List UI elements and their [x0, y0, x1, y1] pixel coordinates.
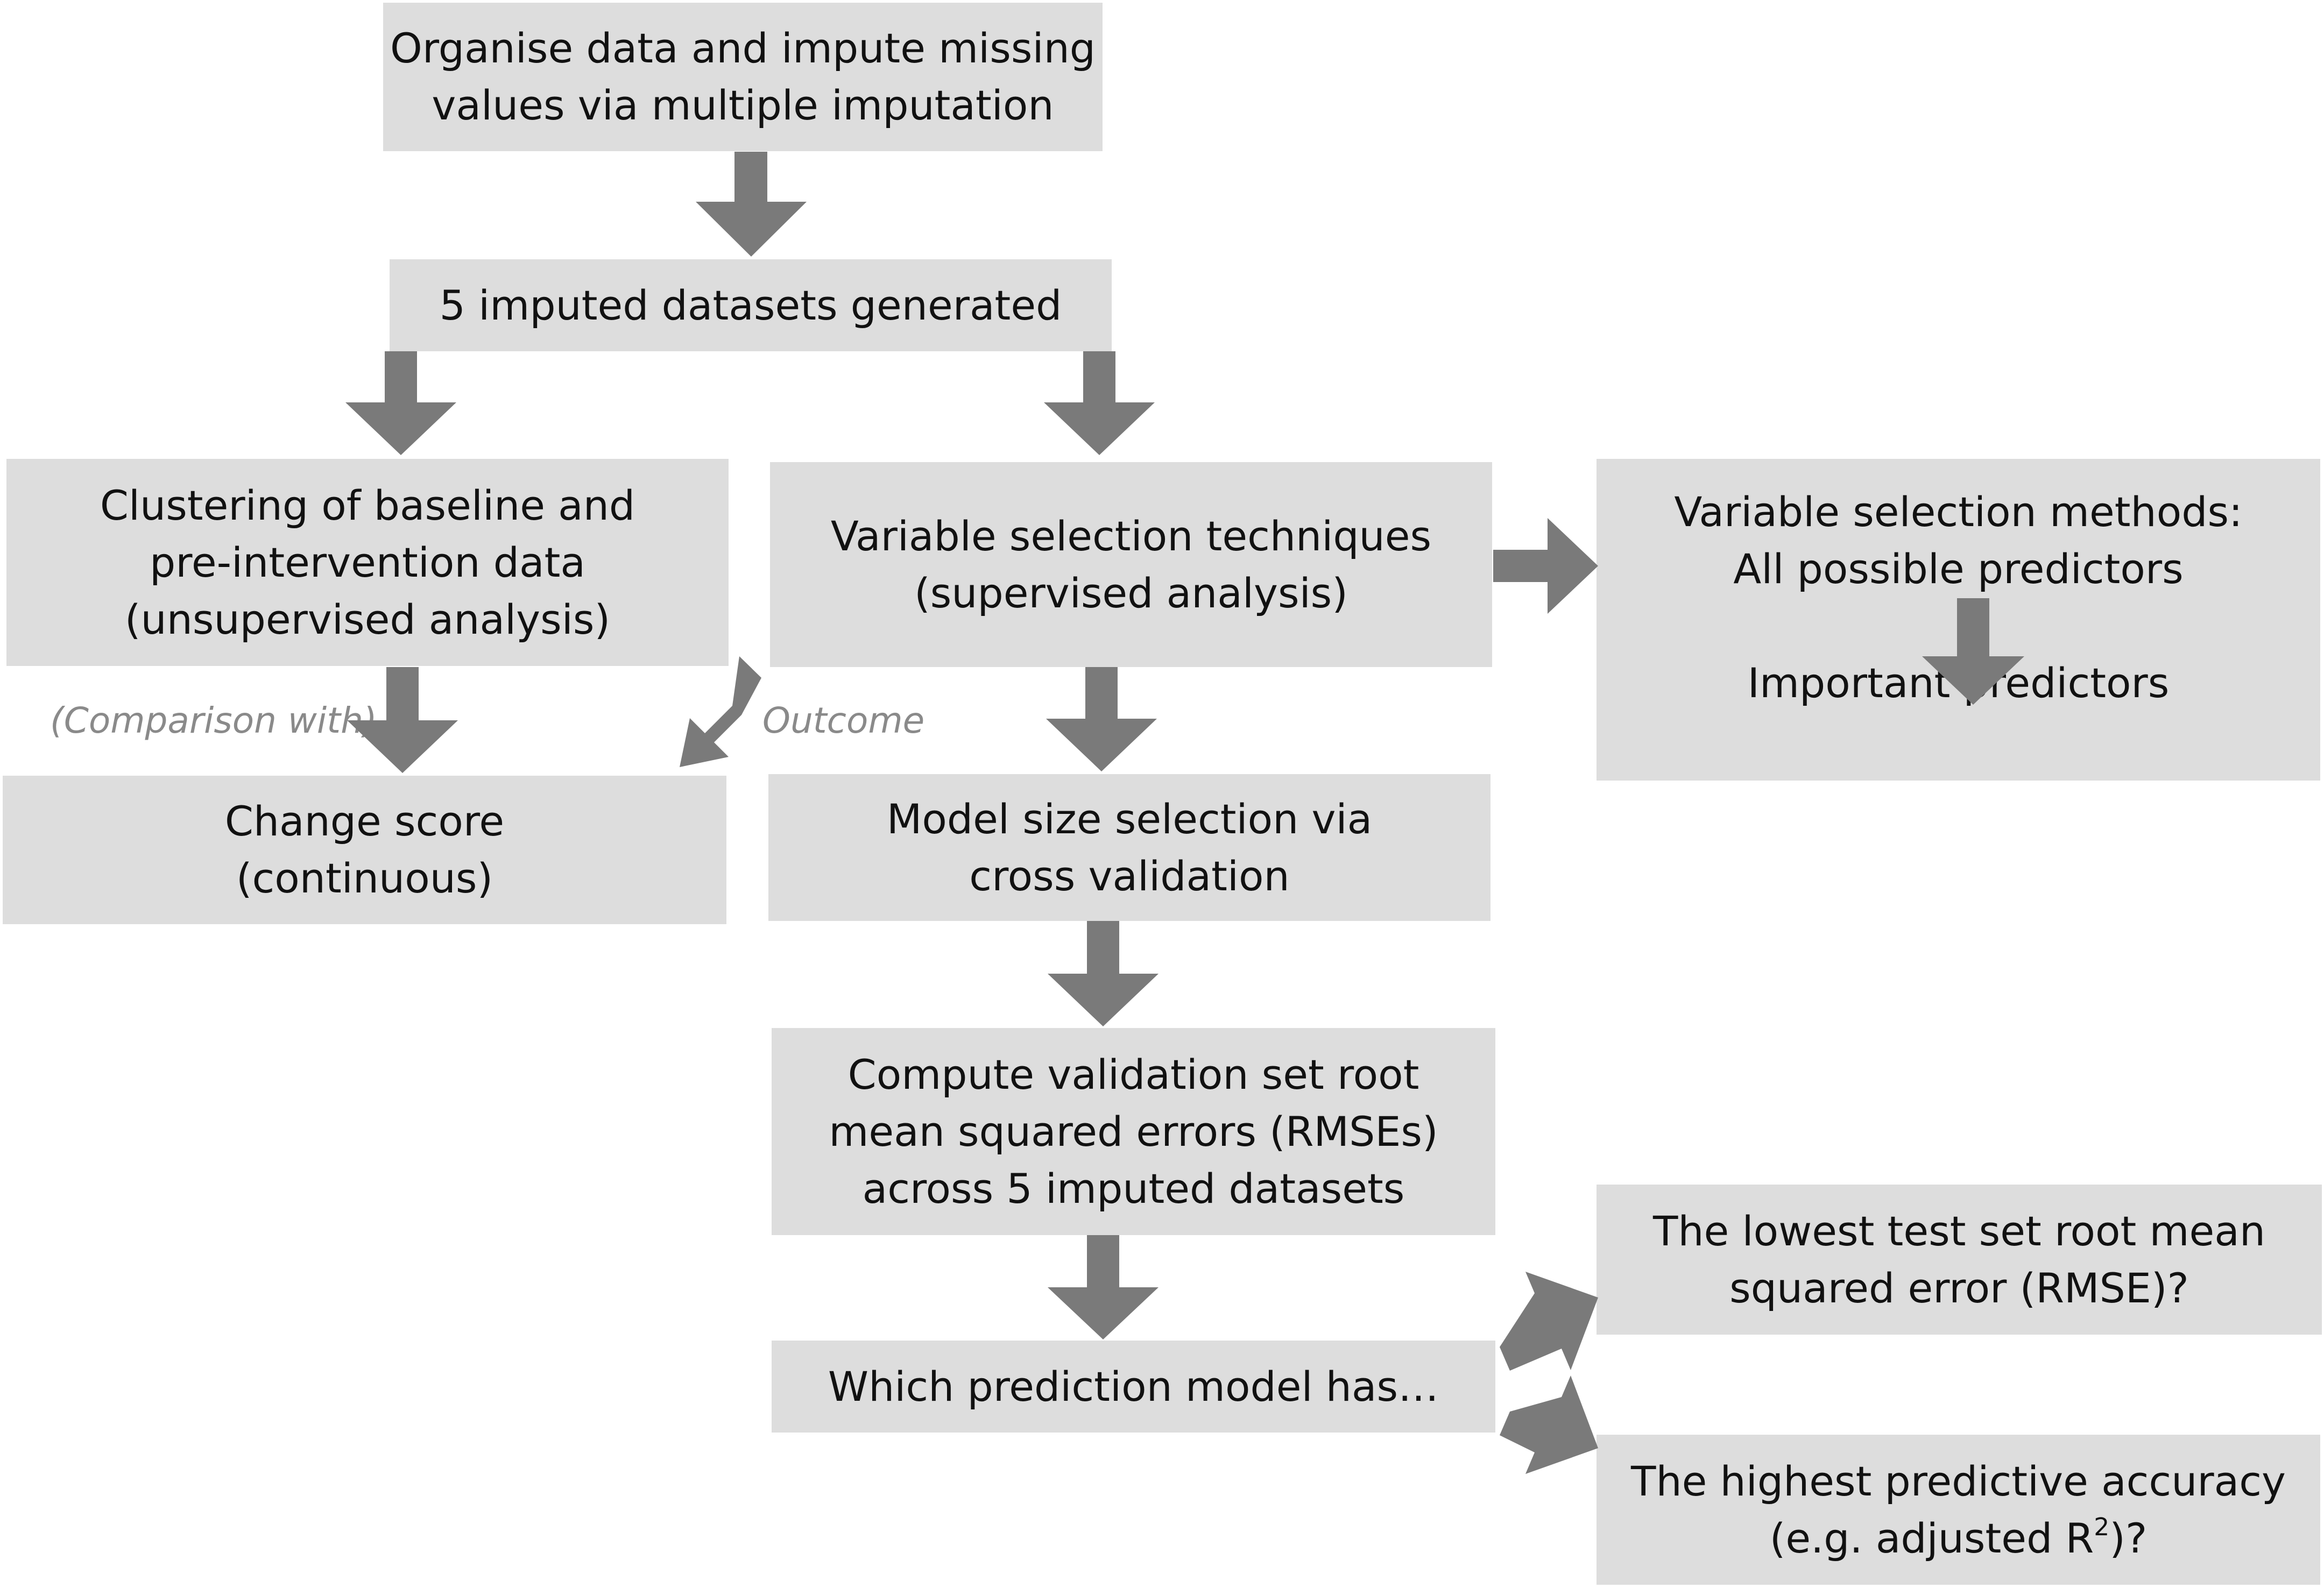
node-variable-selection: Variable selection techniques (supervise… [770, 462, 1492, 667]
node-variable-selection-line2: (supervised analysis) [914, 569, 1348, 617]
arrow-which-to-highest-accuracy [1500, 1376, 1598, 1474]
r-squared-suffix: )? [2109, 1514, 2148, 1562]
node-selection-methods-line1: Variable selection methods: [1674, 488, 2243, 536]
arrow-variable-selection-to-methods [1493, 518, 1598, 614]
node-compute-rmses-line3: across 5 imputed datasets [862, 1164, 1405, 1213]
arrow-variable-selection-to-model-size [1046, 667, 1157, 771]
node-organise-data: Organise data and impute missing values … [383, 3, 1103, 151]
arrow-which-to-lowest-rmse [1500, 1272, 1598, 1371]
node-compute-rmses: Compute validation set root mean squared… [772, 1028, 1495, 1235]
node-organise-data-line2: values via multiple imputation [432, 81, 1054, 129]
node-change-score: Change score (continuous) [3, 776, 726, 924]
node-compute-rmses-line1: Compute validation set root [847, 1050, 1419, 1098]
node-clustering-line3: (unsupervised analysis) [124, 595, 611, 643]
node-highest-accuracy-line2: (e.g. adjusted R2)? [1770, 1510, 2148, 1567]
node-selection-methods-line2: All possible predictors [1733, 545, 2184, 593]
arrow-organise-to-imputed [696, 152, 807, 257]
node-model-size-selection-line2: cross validation [969, 852, 1290, 900]
node-change-score-line1: Change score [224, 797, 505, 845]
node-imputed-datasets: 5 imputed datasets generated [390, 259, 1112, 351]
arrow-model-size-to-compute [1048, 921, 1159, 1026]
arrow-outcome-to-change-score [680, 656, 761, 767]
edge-label-comparison: (Comparison with) [50, 700, 377, 741]
node-which-model-line1: Which prediction model has… [828, 1362, 1439, 1410]
node-lowest-rmse: The lowest test set root mean squared er… [1597, 1185, 2322, 1335]
node-selection-methods: Variable selection methods: All possible… [1597, 459, 2320, 781]
arrow-compute-to-which-model [1048, 1235, 1159, 1339]
node-model-size-selection: Model size selection via cross validatio… [768, 774, 1491, 921]
node-compute-rmses-line2: mean squared errors (RMSEs) [829, 1107, 1438, 1155]
node-imputed-datasets-line1: 5 imputed datasets generated [439, 281, 1062, 329]
node-lowest-rmse-line2: squared error (RMSE)? [1729, 1264, 2189, 1312]
arrow-imputed-to-clustering [345, 351, 456, 455]
arrow-imputed-to-variable-selection [1044, 351, 1155, 455]
node-lowest-rmse-line1: The lowest test set root mean [1652, 1207, 2266, 1255]
node-which-model: Which prediction model has… [772, 1341, 1495, 1433]
node-clustering: Clustering of baseline and pre-intervent… [6, 459, 729, 666]
node-clustering-line1: Clustering of baseline and [100, 481, 635, 529]
node-organise-data-line1: Organise data and impute missing [390, 24, 1096, 72]
edge-label-outcome: Outcome [762, 700, 925, 741]
node-variable-selection-line1: Variable selection techniques [830, 512, 1432, 560]
r-squared-prefix: (e.g. adjusted R [1769, 1514, 2094, 1562]
node-selection-methods-line3: Important predictors [1747, 659, 2170, 707]
node-model-size-selection-line1: Model size selection via [886, 795, 1373, 843]
node-highest-accuracy-line1: The highest predictive accuracy [1631, 1457, 2286, 1505]
node-change-score-line2: (continuous) [236, 854, 493, 902]
node-clustering-line2: pre-intervention data [150, 538, 585, 586]
r-squared-superscript: 2 [2094, 1512, 2110, 1541]
node-highest-accuracy: The highest predictive accuracy (e.g. ad… [1597, 1435, 2320, 1585]
